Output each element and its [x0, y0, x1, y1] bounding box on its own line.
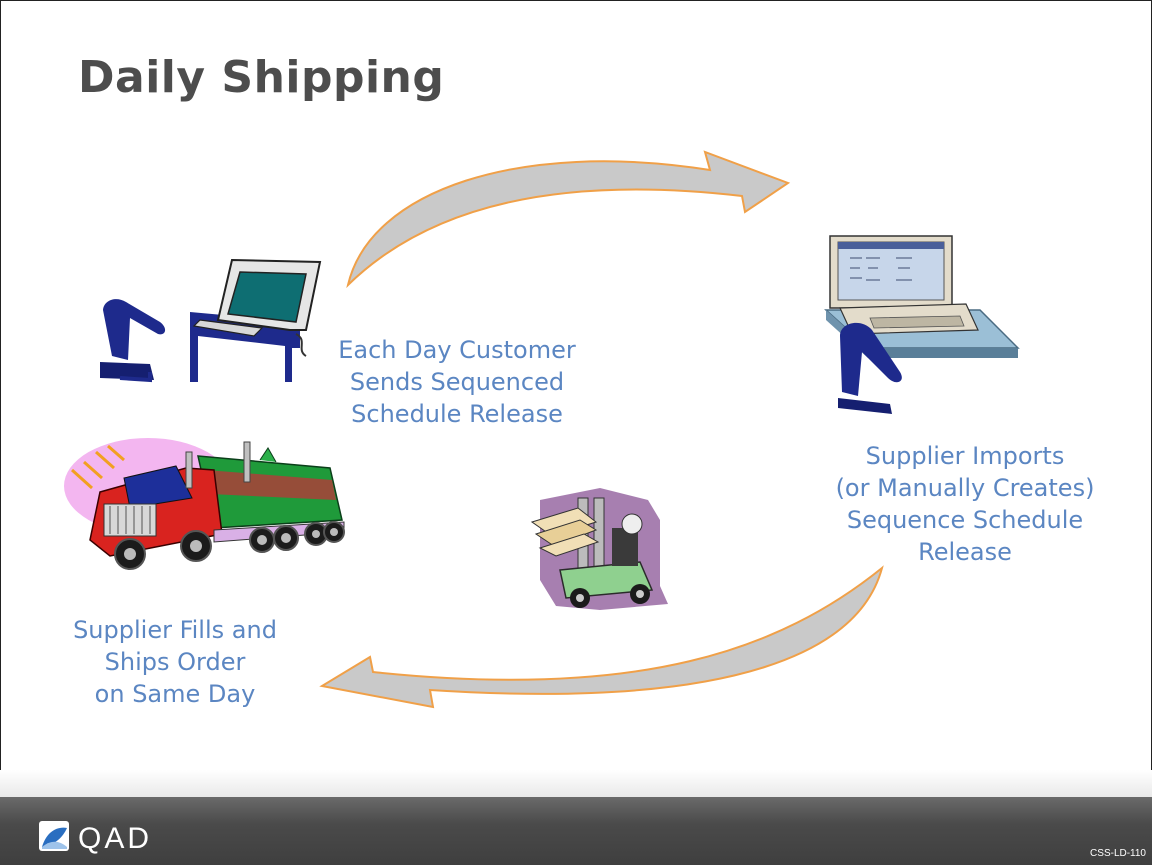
customer-step-text: Each Day Customer Sends Sequenced Schedu… [338, 336, 576, 428]
footer-logo: QAD [78, 822, 153, 855]
ship-step-text: Supplier Fills and Ships Order on Same D… [73, 616, 277, 708]
ship-step-label: Supplier Fills and Ships Order on Same D… [45, 614, 305, 710]
customer-computer-icon [100, 258, 322, 383]
footer-bar [0, 797, 1152, 865]
slide-code: CSS-LD-110 [1090, 848, 1146, 859]
truck-icon [64, 438, 345, 570]
footer-fade [0, 770, 1152, 797]
customer-step-label: Each Day Customer Sends Sequenced Schedu… [312, 334, 602, 430]
forklift-icon [530, 488, 668, 610]
supplier-computer-icon [824, 235, 1020, 414]
top-curved-arrow [346, 150, 791, 289]
bottom-curved-arrow [319, 565, 884, 709]
supplier-step-text: Supplier Imports (or Manually Creates) S… [835, 442, 1095, 566]
slide-title: Daily Shipping [78, 52, 445, 103]
supplier-step-label: Supplier Imports (or Manually Creates) S… [810, 440, 1120, 568]
